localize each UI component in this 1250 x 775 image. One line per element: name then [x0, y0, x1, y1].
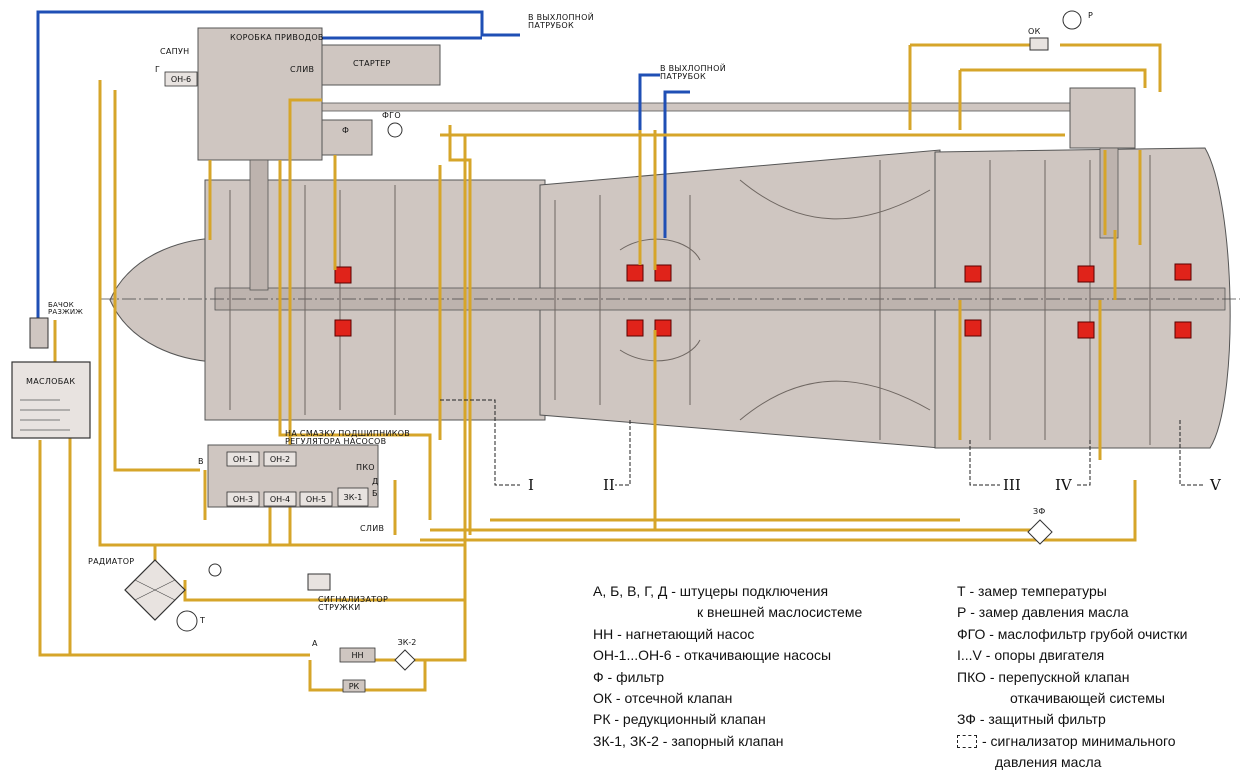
pump-on6: ОН-6	[170, 75, 192, 84]
pump-on2: ОН-2	[269, 455, 291, 464]
pump-on3: ОН-3	[232, 495, 254, 504]
gearbox-label: КОРОБКА ПРИВОДОВ	[230, 33, 324, 42]
legend-right-1: Р - замер давления масла	[957, 604, 1129, 620]
pressure-signal-icon	[957, 735, 977, 748]
zf-label: ЗФ	[1033, 507, 1046, 516]
exhaust-label-1: В ВЫХЛОПНОЙ ПАТРУБОК	[528, 13, 594, 30]
v-letter: В	[198, 457, 204, 466]
legend-left-7: ЗК-1, ЗК-2 - запорный клапан	[593, 733, 784, 749]
pump-nn: НН	[351, 651, 364, 660]
pump-on5: ОН-5	[305, 495, 327, 504]
legend-left-5: ОК - отсечной клапан	[593, 690, 733, 706]
exhaust-label-2: В ВЫХЛОПНОЙ ПАТРУБОК	[660, 64, 726, 81]
drain-top-label: СЛИВ	[290, 65, 315, 74]
t-gauge-label: Т	[200, 616, 206, 625]
gauges	[176, 10, 1082, 671]
d-letter: Д	[372, 477, 379, 486]
support-2: II	[603, 476, 615, 494]
g-letter: Г	[155, 65, 161, 74]
tank-label: МАСЛОБАК	[26, 377, 76, 386]
valve-rk: РК	[348, 682, 360, 691]
legend-right-7: - сигнализатор минимального	[982, 733, 1176, 749]
support-3: III	[1003, 476, 1021, 494]
support-4: IV	[1055, 476, 1072, 494]
support-1: I	[528, 476, 534, 494]
drain-bottom-label: СЛИВ	[360, 524, 385, 533]
engine-body	[100, 87, 1240, 449]
pko-label: ПКО	[356, 463, 375, 472]
radiator-label: РАДИАТОР	[88, 557, 135, 566]
ok-label: ОК	[1028, 27, 1041, 36]
oil-tank	[11, 317, 91, 439]
legend-right-8: давления масла	[995, 754, 1102, 770]
fgo-label: ФГО	[382, 111, 401, 120]
legend-right-4: ПКО - перепускной клапан	[957, 669, 1130, 685]
tank-vent-label: БАЧОК РАЗЖИЖ	[48, 301, 84, 316]
pump-regulator-label: НА СМАЗКУ ПОДШИПНИКОВ РЕГУЛЯТОРА НАСОСОВ	[285, 429, 411, 446]
valve-zk1: ЗК-1	[343, 493, 363, 502]
a-letter: А	[312, 639, 318, 648]
legend-right-3: I...V - опоры двигателя	[957, 647, 1105, 663]
filter-label: Ф	[342, 126, 350, 135]
legend-left-4: Ф - фильтр	[593, 669, 664, 685]
pump-on1: ОН-1	[232, 455, 254, 464]
pump-blocks	[164, 71, 379, 693]
oil-lines	[38, 43, 1162, 692]
gearbox-assembly	[197, 27, 441, 291]
legend-left-2: НН - нагнетающий насос	[593, 626, 755, 642]
starter-label: СТАРТЕР	[353, 59, 391, 68]
legend-left-3: ОН-1...ОН-6 - откачивающие насосы	[593, 647, 832, 663]
chip-detector-label: СИГНАЛИЗАТОР СТРУЖКИ	[318, 595, 389, 612]
support-leaders	[440, 399, 1205, 486]
b-letter: Б	[372, 489, 378, 498]
legend-right-2: ФГО - маслофильтр грубой очистки	[957, 626, 1188, 642]
legend-right-0: Т - замер температуры	[957, 583, 1107, 599]
p-gauge-label: Р	[1088, 11, 1094, 20]
support-5: V	[1210, 476, 1221, 494]
sapun-label: САПУН	[160, 47, 190, 56]
legend-right-6: ЗФ - защитный фильтр	[957, 711, 1106, 727]
pump-on4: ОН-4	[269, 495, 291, 504]
legend-left-0: А, Б, В, Г, Д - штуцеры подключения	[593, 583, 829, 599]
bearings	[334, 263, 1192, 339]
legend-left-1: к внешней маслосистеме	[697, 604, 863, 620]
legend-left-6: РК - редукционный клапан	[593, 711, 766, 727]
valve-zk2: ЗК-2	[397, 638, 417, 647]
legend-right-5: откачивающей системы	[1010, 690, 1165, 706]
radiator	[124, 559, 186, 621]
